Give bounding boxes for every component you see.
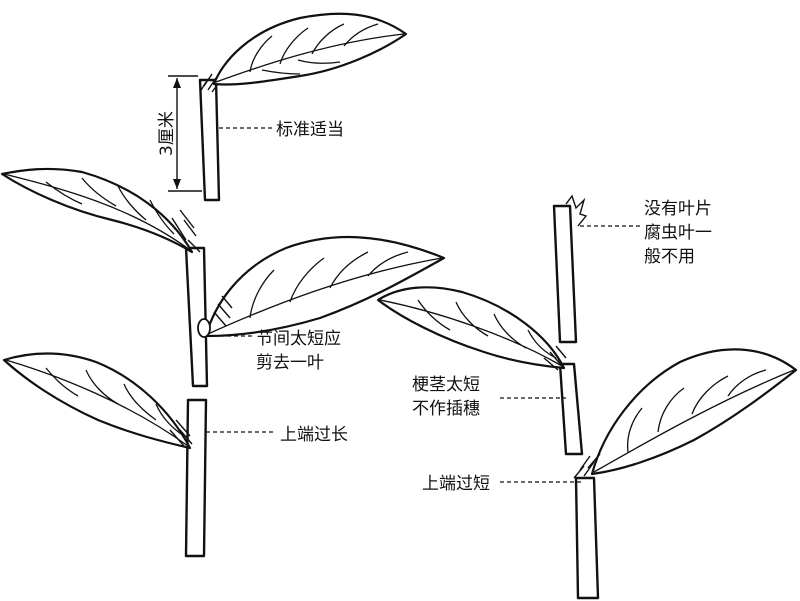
cutting-top-short (573, 348, 798, 600)
label-stem-short-1: 梗茎太短 (412, 375, 480, 395)
label-standard: 标准适当 (276, 120, 344, 140)
leaf-top-short (590, 348, 798, 476)
stem-no-leaf (552, 204, 578, 344)
stem-short (558, 362, 584, 456)
leaf-short-stem (376, 286, 566, 370)
cutting-tall-left (0, 167, 446, 558)
dimension-3cm: 3厘米 (157, 75, 202, 192)
label-no-leaf-2: 腐虫叶一 (644, 223, 712, 243)
label-node-short-1: 节间太短应 (256, 329, 341, 349)
stem-tall-lower (184, 398, 208, 558)
leaf-tall-top (0, 167, 194, 254)
leaf-tall-mid (204, 235, 446, 338)
stem-standard (198, 78, 221, 202)
label-no-leaf-3: 般不用 (644, 247, 695, 267)
leaf-tall-low (2, 352, 192, 450)
cutting-short-stem (376, 286, 584, 456)
cutting-standard (198, 12, 408, 202)
leaf-midrib (215, 33, 405, 83)
label-no-leaf-1: 没有叶片 (644, 199, 712, 219)
label-top-short: 上端过短 (422, 474, 490, 494)
stem-top-short (574, 476, 600, 600)
label-node-short-2: 剪去一叶 (256, 353, 324, 373)
label-stem-short-2: 不作插穗 (412, 399, 480, 419)
stem-tall-upper (184, 246, 209, 388)
label-top-long: 上端过长 (280, 425, 348, 445)
label-3cm: 3厘米 (157, 111, 177, 156)
cutting-no-leaf (552, 194, 588, 344)
leaf-standard (212, 12, 408, 86)
